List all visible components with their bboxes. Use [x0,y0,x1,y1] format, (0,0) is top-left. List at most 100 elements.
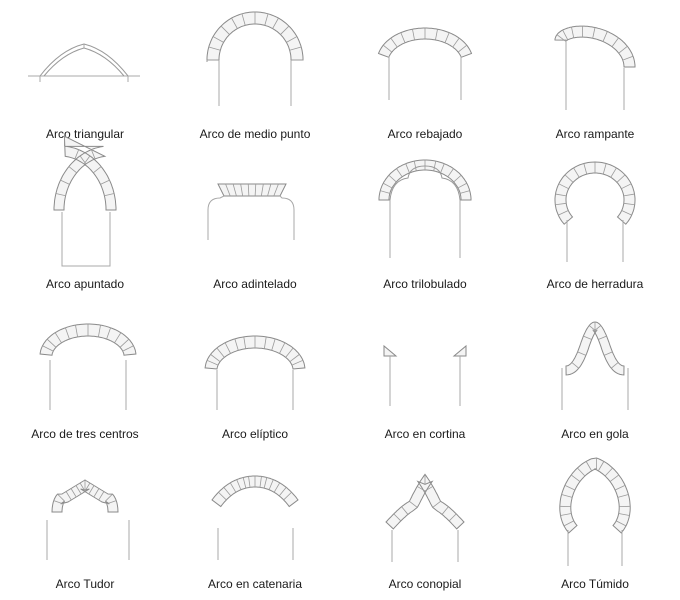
voussoir-joint [263,336,267,349]
arch-drawing [554,161,636,262]
voussoir-joint [93,166,102,174]
voussoir-joint [105,493,113,502]
arch-band [53,135,117,211]
lintel-joint [232,183,237,197]
voussoir-joint [383,182,393,189]
arch-drawing [46,479,130,560]
voussoir-joint [88,485,95,495]
voussoir-joint [622,55,634,61]
voussoir-joint [68,166,77,174]
voussoir-joint [243,336,247,349]
voussoir-joint [556,34,566,42]
voussoir-joint [621,210,632,216]
voussoir-joint [585,461,593,472]
arch-drawing [559,457,631,566]
voussoir-joint [611,37,619,47]
voussoir-joint [423,486,433,492]
voussoir-joint [268,479,274,490]
arch-band [378,159,472,201]
voussoir-joint [100,179,110,185]
arch-drawing [378,159,472,258]
voussoir-joint [558,210,569,216]
voussoir-joint [382,44,393,53]
voussoir-joint [563,520,574,527]
voussoir-joint [396,168,403,178]
voussoir-joint [210,354,221,362]
voussoir-joint [279,342,286,354]
left-curtain-band [383,344,398,357]
voussoir-joint [457,44,468,53]
voussoir-joint [564,484,576,491]
arch-band [565,321,625,376]
voussoir-joint [224,342,231,354]
voussoir-joint [223,487,232,497]
voussoir-joint [271,338,276,351]
voussoir-joint [53,500,64,505]
lintel-joint [254,183,257,197]
arch-drawing [28,43,140,82]
voussoir-joint [218,491,227,501]
voussoir-joint [610,362,619,369]
trefoil-intrados [389,165,461,201]
voussoir-joint [393,513,402,522]
voussoir-joint [571,26,575,38]
voussoir-joint [273,482,281,493]
voussoir-joint [119,338,130,348]
voussoir-joint [79,482,86,492]
voussoir-joint [621,183,632,190]
voussoir-joint [602,31,608,42]
arch-band [559,457,631,534]
voussoir-joint [614,484,626,491]
arch-arco-de-medio-punto: Arco de medio punto [200,11,311,141]
arch-label: Arco adintelado [213,277,297,291]
voussoir-joint [234,338,239,351]
voussoir-joint [263,477,268,489]
voussoir-joint [83,155,91,165]
arch-drawing [385,473,465,562]
voussoir-joint [122,345,134,352]
voussoir-joint [618,46,628,54]
voussoir-joint [409,501,418,508]
voussoir-joint [70,488,77,498]
voussoir-joint [104,193,115,197]
voussoir-joint [390,37,398,48]
voussoir-joint [289,354,300,362]
voussoir-joint [98,491,105,501]
voussoir-joint [448,513,457,522]
arch-label: Arco Túmido [561,577,629,591]
arch-arco-de-herradura: Arco de herradura [547,161,644,291]
voussoir-joint [114,332,122,344]
arch-band [385,473,465,530]
lintel-joint [260,183,264,197]
lintel-joint [273,183,279,197]
voussoir-joint [216,347,225,358]
voussoir-joint [90,149,96,160]
voussoir-joint [571,362,580,369]
voussoir-joint [75,485,82,495]
voussoir-joint [208,46,221,51]
voussoir-joint [602,163,607,175]
arch-arco-rebajado: Arco rebajado [377,27,473,141]
voussoir-joint [272,17,279,29]
voussoir-joint [97,325,101,337]
voussoir-joint [289,46,302,51]
arch-arco-tumido: Arco Túmido [559,457,631,591]
voussoir-joint [106,327,111,340]
voussoir-joint [618,513,630,516]
voussoir-joint [555,193,567,197]
voussoir-joint [60,179,70,185]
lintel-joint [267,183,272,197]
voussoir-joint [459,190,470,194]
voussoir-joint [617,494,629,498]
voussoir-joint [609,474,620,482]
voussoir-joint [231,17,238,29]
arch-band [204,335,306,370]
voussoir-joint [259,476,262,488]
voussoir-joint [593,325,602,332]
voussoir-joint [583,335,592,340]
arch-arco-de-tres-centros: Arco de tres centros [31,323,139,441]
voussoir-joint [286,36,298,43]
voussoir-joint [241,13,246,26]
arch-drawing [561,321,629,410]
voussoir-joint [242,477,247,489]
